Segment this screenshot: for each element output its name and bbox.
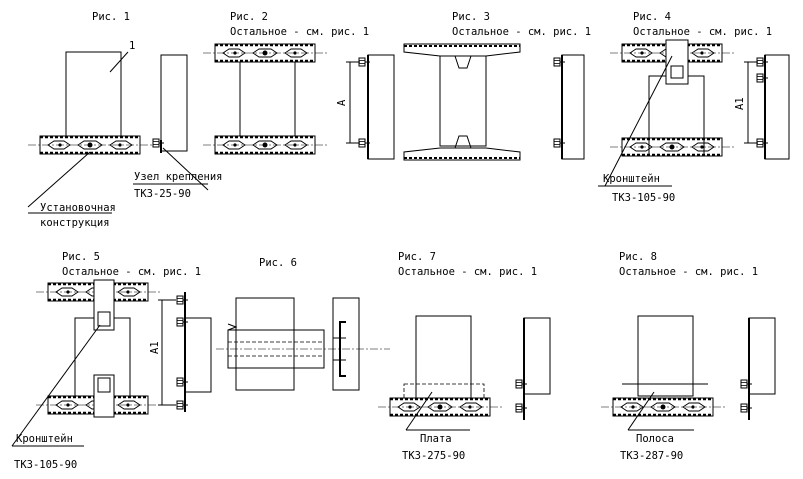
bracket-label-fig5: Кронштейн: [16, 433, 73, 445]
figure-6: Рис. 6: [216, 257, 390, 391]
fig1-callout-leader: [109, 51, 129, 73]
fig4-note: Остальное - см. рис. 1: [633, 26, 772, 38]
figure-2: Рис. 2 Остальное - см. рис. 1 A: [201, 11, 395, 160]
fig8-title: Рис. 8: [619, 251, 657, 263]
bracket-label-fig4: Кронштейн: [603, 173, 660, 185]
fig4-dim: A1: [734, 97, 746, 110]
plate-code: ТКЗ-275-90: [402, 450, 465, 462]
fig1-side-bolt: [152, 138, 165, 148]
fig7-title: Рис. 7: [398, 251, 436, 263]
fig2-rail-bottom: [201, 134, 329, 156]
fig8-rail: [599, 396, 727, 418]
plate-label: Плата: [420, 433, 452, 445]
fig2-note: Остальное - см. рис. 1: [230, 26, 369, 38]
fig1-rail: [26, 134, 154, 156]
strip-code: ТКЗ-287-90: [620, 450, 683, 462]
figure-1: Рис. 1 1 Узел крепления ТКЗ-25-90 Устано…: [26, 11, 223, 229]
figure-7: Рис. 7 Остальное - см. рис. 1 Плата ТКЗ-…: [376, 251, 551, 462]
figure-4: Рис. 4 Остальное - см. рис. 1 A1 Кронште…: [598, 11, 790, 204]
install-label-1: Установочная: [40, 202, 116, 214]
bracket-code-fig4: ТКЗ-105-90: [612, 192, 675, 204]
fig1-title: Рис. 1: [92, 11, 130, 23]
fig7-note: Остальное - см. рис. 1: [398, 266, 537, 278]
fig4-title: Рис. 4: [633, 11, 671, 23]
fig5-note: Остальное - см. рис. 1: [62, 266, 201, 278]
figure-8: Рис. 8 Остальное - см. рис. 1 Полоса ТКЗ…: [599, 251, 776, 462]
fig1-callout: 1: [129, 40, 135, 52]
fig3-title: Рис. 3: [452, 11, 490, 23]
fig2-dim: A: [336, 99, 348, 106]
fig5-dim: A1: [149, 341, 161, 354]
fig2-title: Рис. 2: [230, 11, 268, 23]
install-label-2: конструкция: [40, 217, 110, 229]
fig3-note: Остальное - см. рис. 1: [452, 26, 591, 38]
fig5-title: Рис. 5: [62, 251, 100, 263]
fig7-rail: [376, 396, 504, 418]
fig1-side-body: [160, 54, 188, 152]
fig2-rail-top: [201, 42, 329, 64]
strip-label: Полоса: [636, 433, 674, 445]
mount-node-label: Узел крепления: [134, 171, 223, 183]
fig6-title: Рис. 6: [259, 257, 297, 269]
bracket-code-fig5: ТКЗ-105-90: [14, 459, 77, 471]
mount-node-code: ТКЗ-25-90: [134, 188, 191, 200]
figure-5: Рис. 5 Остальное - см. рис. 1 A1 Кронште…: [11, 251, 212, 471]
fig8-note: Остальное - см. рис. 1: [619, 266, 758, 278]
figure-3: Рис. 3 Остальное - см. рис. 1: [403, 11, 591, 161]
